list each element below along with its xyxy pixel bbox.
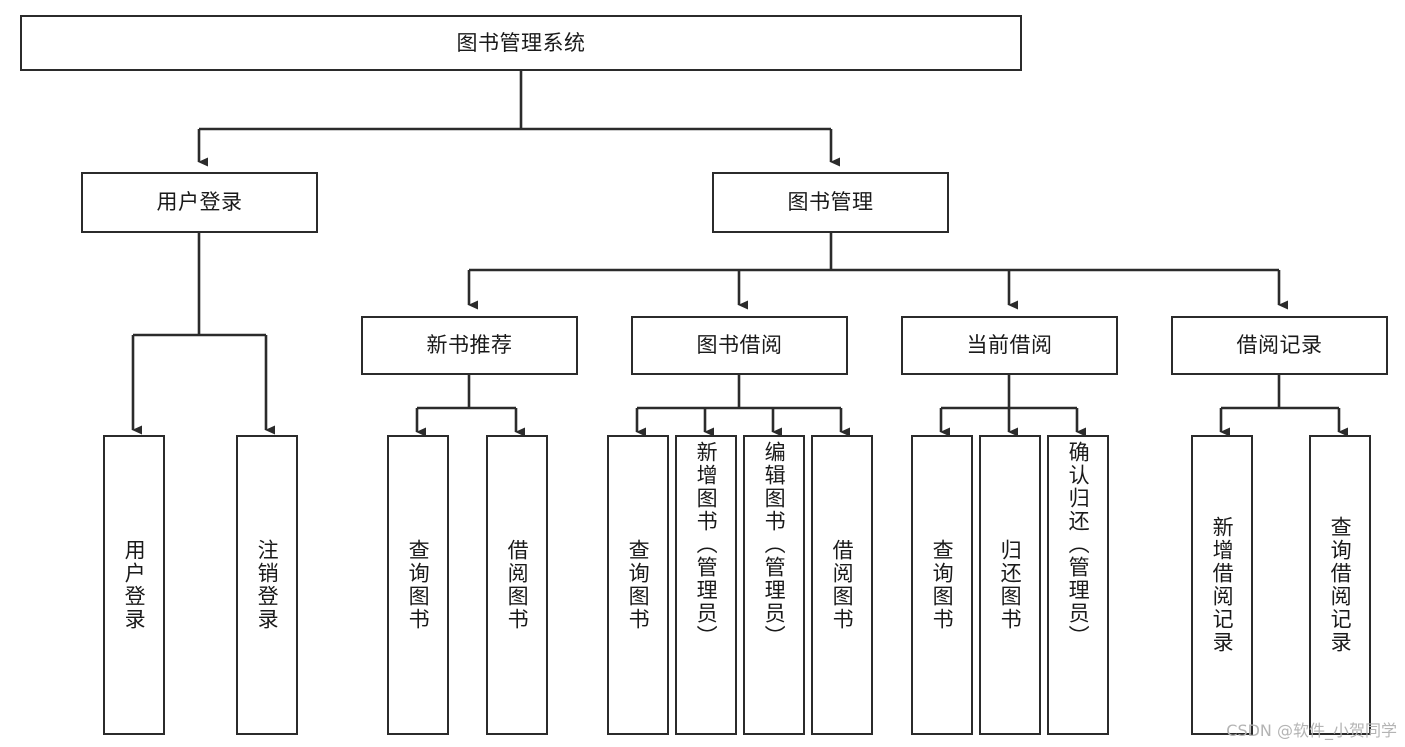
leaf-add-book-label: 新增图书（管理员）: [694, 441, 719, 648]
node-root-label: 图书管理系统: [456, 30, 586, 55]
node-new-book-recommend[interactable]: 新书推荐: [361, 316, 578, 375]
leaf-edit-book[interactable]: 编辑图书（管理员）: [743, 435, 805, 735]
leaf-query-book-1-label: 查询图书: [406, 539, 431, 631]
leaf-add-record-label: 新增借阅记录: [1210, 516, 1235, 654]
node-root[interactable]: 图书管理系统: [20, 15, 1022, 71]
leaf-borrow-book-1-label: 借阅图书: [505, 539, 530, 631]
leaf-borrow-book-2-label: 借阅图书: [830, 539, 855, 631]
node-book-borrow-label: 图书借阅: [696, 333, 783, 358]
leaf-user-login-label: 用户登录: [122, 539, 147, 631]
leaf-query-book-2-label: 查询图书: [626, 539, 651, 631]
node-current-borrow-label: 当前借阅: [966, 333, 1053, 358]
node-book-management[interactable]: 图书管理: [712, 172, 949, 233]
node-book-borrow[interactable]: 图书借阅: [631, 316, 848, 375]
node-user-login-label: 用户登录: [156, 190, 243, 215]
leaf-query-book-3[interactable]: 查询图书: [911, 435, 973, 735]
leaf-query-book-2[interactable]: 查询图书: [607, 435, 669, 735]
leaf-borrow-book-1[interactable]: 借阅图书: [486, 435, 548, 735]
node-borrow-record-label: 借阅记录: [1236, 333, 1323, 358]
leaf-add-record[interactable]: 新增借阅记录: [1191, 435, 1253, 735]
leaf-borrow-book-2[interactable]: 借阅图书: [811, 435, 873, 735]
leaf-logout-login[interactable]: 注销登录: [236, 435, 298, 735]
leaf-edit-book-label: 编辑图书（管理员）: [762, 441, 787, 648]
leaf-query-record[interactable]: 查询借阅记录: [1309, 435, 1371, 735]
node-book-management-label: 图书管理: [787, 190, 874, 215]
leaf-confirm-return[interactable]: 确认归还（管理员）: [1047, 435, 1109, 735]
leaf-query-book-3-label: 查询图书: [930, 539, 955, 631]
watermark-text: CSDN @软件_小贺同学: [1226, 721, 1397, 740]
leaf-add-book[interactable]: 新增图书（管理员）: [675, 435, 737, 735]
leaf-return-book[interactable]: 归还图书: [979, 435, 1041, 735]
node-user-login[interactable]: 用户登录: [81, 172, 318, 233]
leaf-query-book-1[interactable]: 查询图书: [387, 435, 449, 735]
node-current-borrow[interactable]: 当前借阅: [901, 316, 1118, 375]
leaf-query-record-label: 查询借阅记录: [1328, 516, 1353, 654]
leaf-confirm-return-label: 确认归还（管理员）: [1066, 441, 1091, 648]
leaf-return-book-label: 归还图书: [998, 539, 1023, 631]
leaf-logout-login-label: 注销登录: [255, 539, 280, 631]
node-borrow-record[interactable]: 借阅记录: [1171, 316, 1388, 375]
node-new-book-recommend-label: 新书推荐: [426, 333, 513, 358]
leaf-user-login[interactable]: 用户登录: [103, 435, 165, 735]
